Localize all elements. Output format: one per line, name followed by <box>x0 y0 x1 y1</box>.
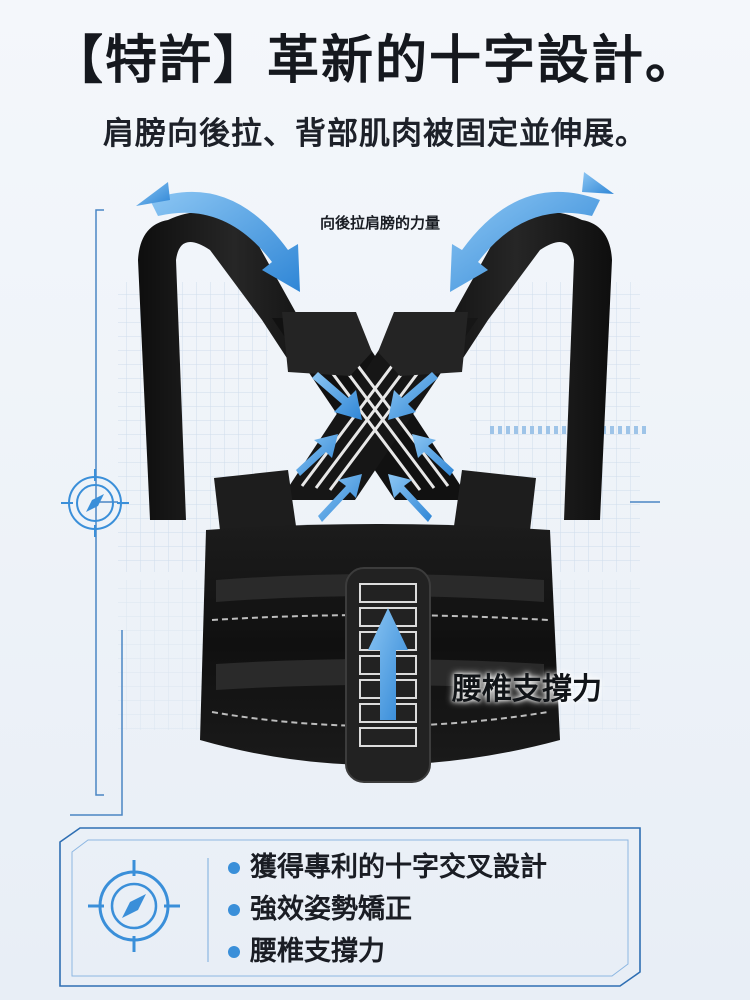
compass-icon <box>88 860 180 952</box>
feature-list: 獲得專利的十字交叉設計 強效姿勢矯正 腰椎支撐力 <box>228 848 547 974</box>
compass-icon <box>61 469 129 537</box>
page-title: 【特許】革新的十字設計。 <box>50 31 699 91</box>
feature-item: 獲得專利的十字交叉設計 <box>228 848 547 890</box>
shoulder-force-label: 向後拉肩膀的力量 <box>319 214 440 232</box>
lumbar-support-label: 腰椎支撐力 <box>452 672 602 707</box>
feature-item: 強效姿勢矯正 <box>228 890 547 932</box>
feature-item: 腰椎支撐力 <box>228 932 547 974</box>
page-subtitle: 肩膀向後拉、背部肌肉被固定並伸展。 <box>103 116 647 152</box>
force-arrows <box>136 172 614 720</box>
